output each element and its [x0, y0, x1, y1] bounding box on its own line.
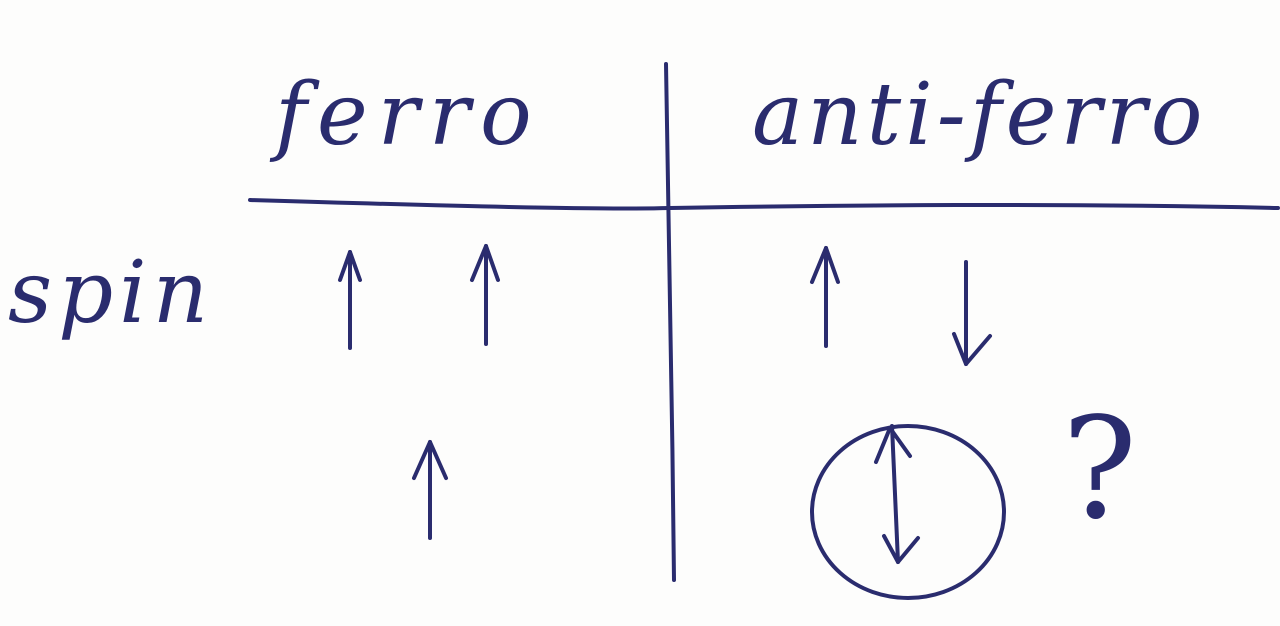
ferro-net-up-arrow: [412, 440, 448, 540]
horizontal-divider-line: [248, 198, 1280, 211]
column-header-ferro: ferro: [275, 65, 542, 165]
superposition-circle: [810, 424, 1006, 600]
column-header-anti-ferro: anti-ferro: [752, 65, 1207, 165]
anti-ferro-spin-down-arrow: [952, 260, 992, 366]
vertical-divider-line: [664, 62, 676, 582]
row-label-spin: spin: [8, 243, 215, 343]
question-mark: ?: [1062, 388, 1144, 551]
up-down-arrow: [874, 424, 920, 564]
ferro-spin-up-arrow-2: [470, 244, 500, 346]
ferro-spin-up-arrow-1: [338, 250, 362, 350]
anti-ferro-spin-up-arrow: [810, 246, 840, 348]
